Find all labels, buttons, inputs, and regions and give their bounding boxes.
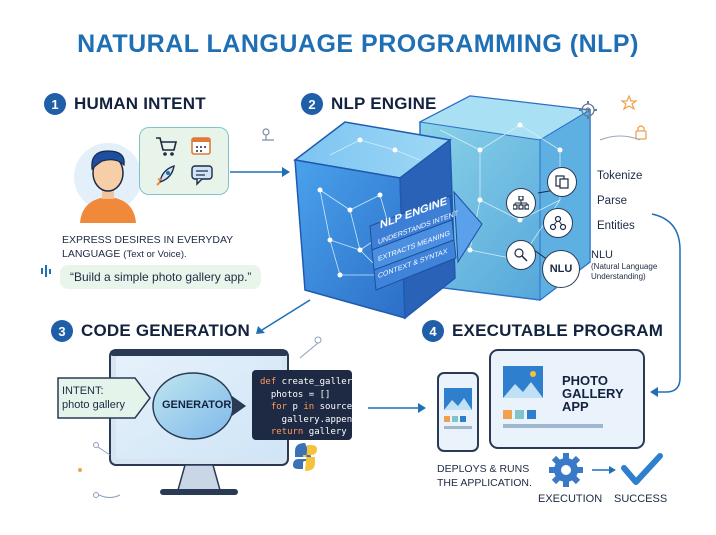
doodle-line	[599, 135, 641, 141]
intent-line2: photo gallery	[62, 399, 125, 411]
tokenize-icon	[547, 167, 577, 197]
nlu-sub-line1: (Natural Language	[591, 262, 658, 271]
voice-wave-icon	[41, 265, 51, 277]
step3-header: 3 CODE GENERATION	[51, 320, 250, 342]
step1-description: EXPRESS DESIRES IN EVERYDAY LANGUAGE (Te…	[62, 233, 233, 262]
app-line1: PHOTO	[562, 373, 608, 388]
step1-title: HUMAN INTENT	[74, 94, 206, 113]
flow-arrow-1-2	[230, 167, 290, 177]
step3-number: 3	[51, 320, 73, 342]
flow-arrow-2-4	[650, 213, 681, 397]
code-line5: gallery	[303, 427, 347, 437]
gear-outline-icon	[579, 101, 597, 119]
doodle-nodes	[78, 336, 322, 498]
feature-tokenize: Tokenize	[597, 170, 643, 182]
success-check-icon	[621, 453, 663, 485]
deploy-line1: DEPLOYS & RUNS	[437, 463, 530, 475]
deploy-description: DEPLOYS & RUNS THE APPLICATION.	[437, 462, 532, 490]
feature-entities: Entities	[597, 220, 635, 232]
entities-icon	[543, 208, 573, 238]
human-illustration	[74, 143, 155, 223]
intent-speech-bubble	[139, 127, 229, 195]
code-line4: gallery.append(p)	[260, 414, 374, 425]
star-icon	[620, 94, 638, 111]
deploy-line2: THE APPLICATION.	[437, 477, 532, 489]
generated-code: def create_gallery(): photos = [] for p …	[260, 376, 374, 439]
nlu-badge: NLU	[542, 250, 580, 288]
step1-desc-line2: LANGUAGE	[62, 248, 121, 260]
data-search-icon	[506, 240, 536, 270]
step1-header: 1 HUMAN INTENT	[44, 93, 206, 115]
success-label: SUCCESS	[614, 493, 668, 505]
user-quote: “Build a simple photo gallery app.”	[60, 265, 262, 289]
nlu-description: NLU (Natural Language Understanding)	[591, 250, 657, 282]
calendar-icon	[191, 137, 211, 155]
python-logo-icon	[293, 443, 317, 471]
generator-label: GENERATOR	[162, 399, 232, 411]
flow-arrow-exec-success	[592, 466, 616, 474]
code-line3b: source:	[314, 402, 358, 412]
parse-tree-icon	[506, 188, 536, 218]
flow-arrow-2-3	[256, 299, 311, 334]
rocket-icon	[156, 164, 175, 186]
code-kw-for: for	[260, 402, 288, 412]
nlu-sub-line2: Understanding)	[591, 272, 646, 281]
shopping-cart-icon	[156, 137, 178, 156]
step2-title: NLP ENGINE	[331, 94, 437, 113]
code-kw-return: return	[260, 427, 304, 437]
intent-line1: INTENT:	[62, 385, 104, 397]
app-line2: GALLERY	[562, 386, 624, 401]
step4-number: 4	[422, 320, 444, 342]
code-line3a: p	[287, 402, 304, 412]
step1-desc-line1: EXPRESS DESIRES IN EVERYDAY	[62, 234, 234, 246]
app-line3: APP	[562, 399, 589, 414]
step1-desc-small: (Text or Voice).	[123, 249, 187, 260]
intent-input-box	[57, 377, 151, 419]
step2-header: 2 NLP ENGINE	[301, 93, 437, 115]
step1-number: 1	[44, 93, 66, 115]
smartphone-device	[437, 372, 479, 452]
code-kw-in: in	[303, 402, 315, 412]
generator-node	[152, 372, 246, 440]
step4-header: 4 EXECUTABLE PROGRAM	[422, 320, 663, 342]
step3-title: CODE GENERATION	[81, 321, 250, 340]
step2-number: 2	[301, 93, 323, 115]
app-name: PHOTO GALLERY APP	[562, 374, 624, 413]
page-title: NATURAL LANGUAGE PROGRAMMING (NLP)	[77, 30, 639, 58]
person-icon	[80, 150, 136, 223]
code-line1: create_gallery():	[276, 377, 374, 387]
lock-icon	[635, 125, 647, 140]
code-panel	[252, 370, 352, 440]
feature-parse: Parse	[597, 195, 628, 207]
nlu-label: NLU	[591, 249, 614, 261]
execution-gear-icon	[549, 453, 583, 487]
tablet-device	[489, 349, 645, 449]
nlp-engine-banner	[369, 190, 483, 291]
flow-arrow-3-4	[368, 403, 426, 413]
chat-icon	[191, 165, 213, 186]
network-node-icon	[262, 128, 274, 141]
step4-title: EXECUTABLE PROGRAM	[452, 321, 664, 340]
banner-line-3: CONTEXT & SYNTAX	[378, 247, 448, 281]
intent-text: INTENT: photo gallery	[62, 384, 138, 412]
execution-label: EXECUTION	[538, 493, 603, 505]
code-kw-def: def	[260, 377, 277, 387]
code-line2: photos = []	[260, 389, 331, 400]
